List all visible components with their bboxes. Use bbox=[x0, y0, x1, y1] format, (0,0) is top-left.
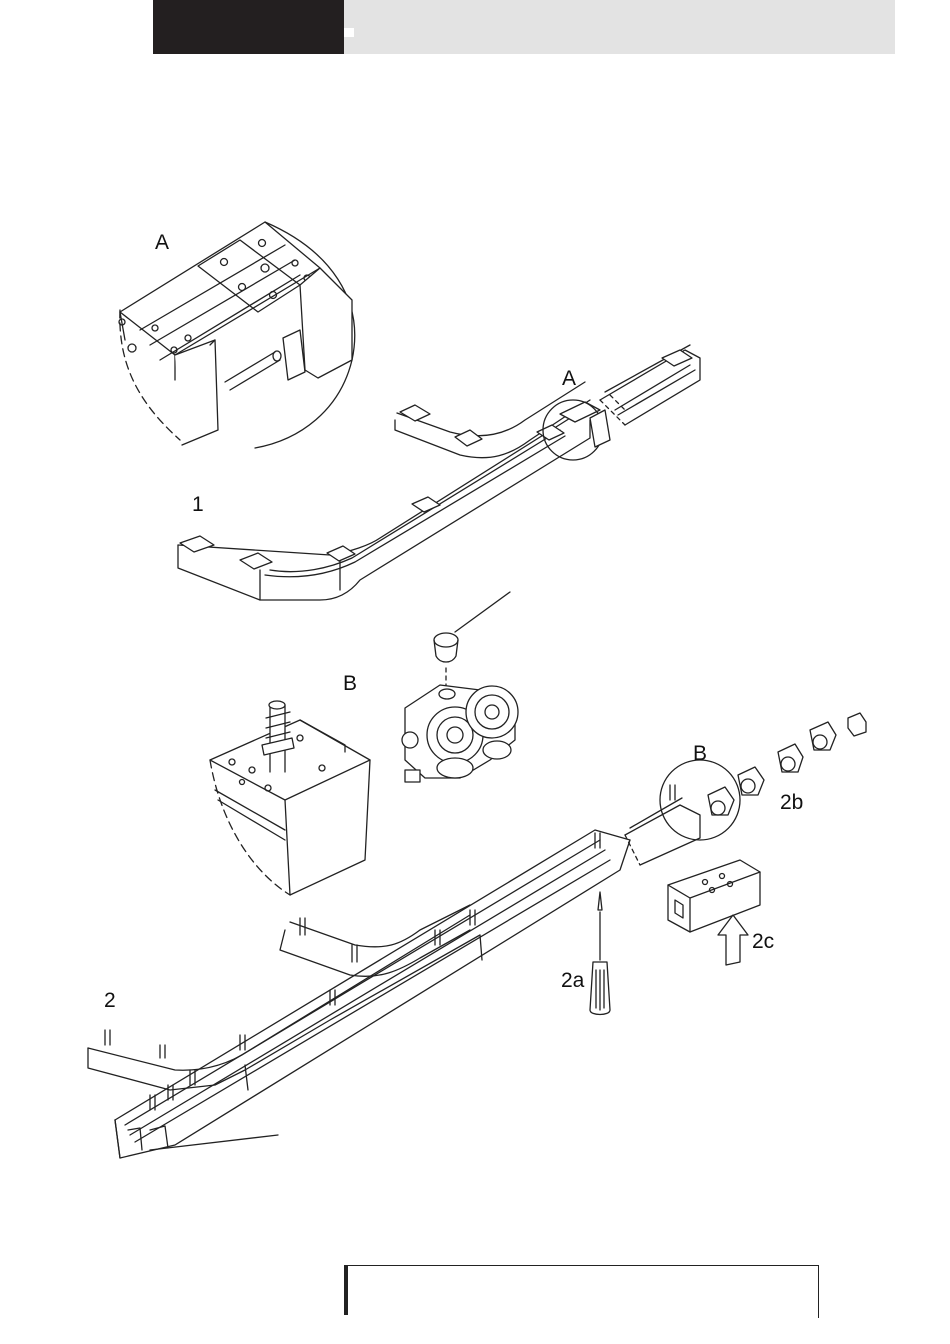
mounting-bolts bbox=[105, 833, 600, 1110]
detail-b-label: B bbox=[343, 673, 357, 694]
callout-a-label: A bbox=[562, 368, 576, 389]
footer-box bbox=[344, 1265, 819, 1318]
carrier-wheel-assembly bbox=[402, 592, 518, 782]
step-1-curved-track bbox=[178, 345, 700, 600]
step-2b-label: 2b bbox=[780, 792, 803, 813]
step-2a-label: 2a bbox=[561, 970, 584, 991]
step-2-track-assembly bbox=[88, 713, 866, 1158]
leader-line-bottom bbox=[150, 1135, 278, 1150]
step-2c-label: 2c bbox=[752, 931, 774, 952]
step-1-label: 1 bbox=[192, 494, 204, 515]
detail-a-magnified-view bbox=[119, 222, 355, 448]
end-cap-profile bbox=[668, 860, 760, 932]
footer-left-bar bbox=[344, 1265, 348, 1315]
callout-b-label: B bbox=[693, 743, 707, 764]
screwdriver-icon bbox=[590, 892, 610, 1015]
insert-arrow-icon bbox=[718, 915, 748, 965]
step-2-label: 2 bbox=[104, 990, 116, 1011]
leader-line-top bbox=[455, 592, 510, 632]
detail-a-circle-dashed bbox=[120, 310, 180, 440]
detail-b-magnified-view bbox=[210, 701, 370, 895]
detail-a-label: A bbox=[155, 232, 169, 253]
